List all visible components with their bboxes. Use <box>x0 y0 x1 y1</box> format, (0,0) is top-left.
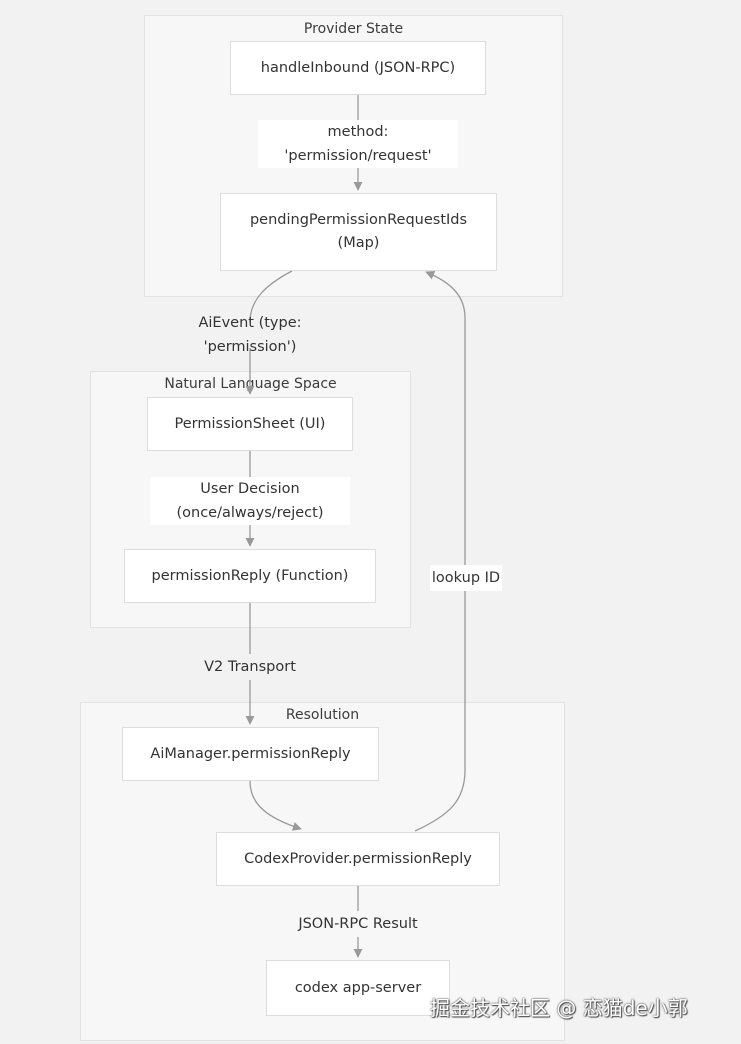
node-permission-sheet: PermissionSheet (UI) <box>147 397 353 451</box>
edge-label-ai-event: AiEvent (type: 'permission') <box>150 315 350 355</box>
edge-label-method: method: 'permission/request' <box>258 120 458 168</box>
edge-label-v2-transport: V2 Transport <box>200 654 300 680</box>
node-line: permissionReply (Function) <box>151 567 349 584</box>
edge-label-line: V2 Transport <box>204 659 296 675</box>
node-ai-manager-permission-reply: AiManager.permissionReply <box>122 727 379 781</box>
node-line: pendingPermissionRequestIds <box>249 212 468 228</box>
node-codex-provider-permission-reply: CodexProvider.permissionReply <box>216 832 500 886</box>
edge-ai-manager-to-codex-provider <box>249 780 302 831</box>
node-line: codex app-server <box>294 979 422 996</box>
node-line: (Map) <box>337 235 380 251</box>
node-line: AiManager.permissionReply <box>150 745 351 762</box>
edge-label-json-rpc-result: JSON-RPC Result <box>293 911 423 937</box>
node-line: handleInbound (JSON-RPC) <box>260 59 456 76</box>
edge-label-line: User Decision <box>200 481 300 497</box>
node-line: PermissionSheet (UI) <box>174 415 326 432</box>
edge-label-line: AiEvent (type: 'permission') <box>198 315 302 355</box>
node-handle-inbound: handleInbound (JSON-RPC) <box>230 41 486 95</box>
watermark-text: 掘金技术社区 @ 恋猫de小郭 <box>430 996 688 1020</box>
node-permission-reply-function: permissionReply (Function) <box>124 549 376 603</box>
edge-label-line: JSON-RPC Result <box>298 916 418 932</box>
node-codex-app-server: codex app-server <box>266 960 450 1016</box>
node-line: CodexProvider.permissionReply <box>244 850 472 867</box>
edge-label-line: 'permission/request' <box>284 148 432 164</box>
edge-label-line: (once/always/reject) <box>176 505 324 521</box>
node-pending-permission-request-ids: pendingPermissionRequestIds (Map) <box>220 193 497 271</box>
edge-codex-provider-to-pending <box>414 270 466 832</box>
edge-label-line: lookup ID <box>431 570 501 586</box>
edge-pending-to-permission-sheet <box>245 270 293 395</box>
edge-label-lookup-id: lookup ID <box>430 565 502 591</box>
edge-label-line: method: <box>327 124 389 140</box>
cluster-title: Provider State <box>303 21 404 37</box>
edge-label-user-decision: User Decision (once/always/reject) <box>150 477 350 525</box>
cluster-title: Resolution <box>285 707 360 723</box>
